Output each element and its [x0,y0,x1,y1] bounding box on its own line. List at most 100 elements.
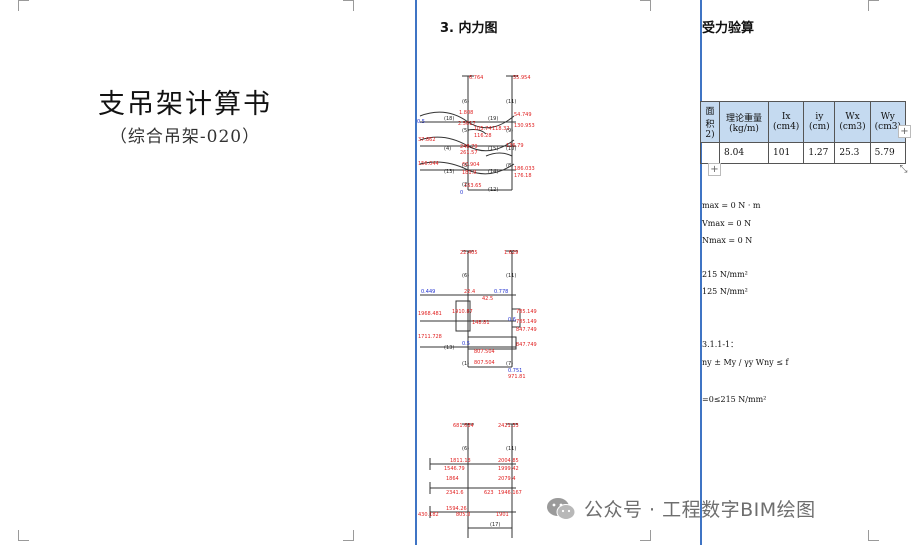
svg-text:1594.26: 1594.26 [446,506,467,512]
svg-text:1546.79: 1546.79 [444,466,465,472]
svg-text:(15): (15) [488,146,498,152]
svg-text:22.4: 22.4 [464,289,475,295]
svg-text:261.57: 261.57 [460,150,478,156]
watermark-text: 公众号 · 工程数字BIM绘图 [584,499,816,521]
svg-text:60.904: 60.904 [462,162,480,168]
svg-text:(6): (6) [462,446,469,452]
svg-text:971.81: 971.81 [508,374,526,380]
svg-text:(4): (4) [444,146,451,152]
svg-text:248.79: 248.79 [460,144,478,150]
svg-text:2341.6: 2341.6 [446,490,464,496]
svg-text:42.5: 42.5 [482,296,493,302]
crop-mark [18,0,29,11]
formula-moment: max = 0 N · m [702,201,761,210]
crop-mark [18,530,29,541]
add-column-handle[interactable]: + [898,125,911,138]
svg-text:785.149: 785.149 [516,319,537,325]
document-title: 支吊架计算书 [98,89,272,120]
table-header-cell: 理论重量(kg/m) [719,101,769,143]
svg-text:0.5: 0.5 [417,119,425,125]
svg-text:148.81: 148.81 [472,320,490,326]
table-header-cell: Ix(cm4) [767,101,805,143]
svg-text:(14): (14) [488,169,498,175]
svg-text:(7): (7) [506,361,513,367]
table-resize-handle[interactable]: ⤡ [898,164,909,175]
crop-mark [868,530,879,541]
svg-text:1811.13: 1811.13 [450,458,471,464]
svg-text:0.6: 0.6 [508,317,516,323]
svg-text:(2): (2) [462,182,469,188]
page-divider-left [415,0,417,545]
svg-text:0.751: 0.751 [508,368,522,374]
svg-text:(6): (6) [462,273,469,279]
table-row: 8.04 101 1.27 25.3 5.79 [700,142,906,164]
svg-text:136.79: 136.79 [506,143,524,149]
svg-text:(10): (10) [506,146,516,152]
svg-text:0: 0 [460,190,463,196]
svg-text:(17): (17) [490,522,500,528]
svg-text:623: 623 [484,490,494,496]
formula-axial: Nmax = 0 N [702,236,753,245]
section-heading-stress-check: 受力验算 [702,21,755,36]
formula-check-expression: ny ± My / γy Wny ≤ f [702,358,789,367]
document-subtitle: （综合吊架-020） [109,127,261,147]
svg-text:181.9: 181.9 [462,170,476,176]
table-header-cell: iy(cm) [803,101,836,143]
svg-text:847.749: 847.749 [516,342,537,348]
svg-text:0.778: 0.778 [494,289,508,295]
table-cell: 25.3 [834,142,871,164]
svg-text:1.808: 1.808 [459,110,473,116]
internal-force-diagram-2: 22.405 1.629 22.4 42.5 1968.481 1910.87 … [418,250,537,380]
formula-f: 215 N/mm² [702,270,748,279]
svg-text:805.0: 805.0 [456,512,470,518]
svg-text:1968.481: 1968.481 [418,311,442,317]
table-cell [700,142,720,164]
table-cell: 8.04 [719,142,769,164]
crop-mark [640,530,651,541]
svg-text:(13): (13) [444,169,454,175]
formula-shear: Vmax = 0 N [702,219,752,228]
svg-text:176.18: 176.18 [514,173,532,179]
svg-text:1999.42: 1999.42 [498,466,519,472]
svg-text:1.629: 1.629 [504,250,518,256]
watermark: 公众号 · 工程数字BIM绘图 [546,495,816,522]
svg-text:1910.87: 1910.87 [452,309,473,315]
svg-text:6.764: 6.764 [469,75,483,81]
svg-text:118.32: 118.32 [492,126,510,132]
svg-text:(12): (12) [488,187,498,193]
svg-text:2004.85: 2004.85 [498,458,519,464]
crop-mark [343,530,354,541]
crop-mark [640,0,651,11]
svg-text:1864: 1864 [446,476,459,482]
svg-text:186.033: 186.033 [514,166,535,172]
section-heading-internal-force: 3. 内力图 [440,21,498,36]
svg-text:2079.4: 2079.4 [498,476,516,482]
svg-text:2421.33: 2421.33 [498,423,519,429]
svg-text:(9): (9) [506,128,513,134]
wechat-icon [547,497,576,520]
svg-text:0.449: 0.449 [421,289,435,295]
svg-text:847.749: 847.749 [516,327,537,333]
formula-clause: 3.1.1-1： [702,340,739,349]
table-cell: 101 [767,142,805,164]
svg-text:(19): (19) [488,116,498,122]
svg-text:156.044: 156.044 [418,161,439,167]
svg-text:1946.167: 1946.167 [498,490,522,496]
svg-text:(13): (13) [444,345,454,351]
svg-text:(8): (8) [506,163,513,169]
formula-result: =0≤215 N/mm² [702,395,767,404]
svg-text:55.954: 55.954 [513,75,531,81]
svg-text:(11): (11) [506,99,516,105]
table-header-cell: Wx(cm3) [834,101,871,143]
crop-mark [343,0,354,11]
table-cell: 5.79 [869,142,906,164]
internal-force-diagram-1: 6.764 55.954 1.808 54.749 2.5617 130.953… [417,75,535,196]
svg-text:(6): (6) [462,99,469,105]
svg-text:(1): (1) [462,361,469,367]
svg-text:1901: 1901 [496,512,509,518]
add-row-handle[interactable]: + [708,163,721,176]
internal-force-diagram-3: 681.634 2421.33 1811.13 2004.85 1546.79 … [418,423,522,538]
